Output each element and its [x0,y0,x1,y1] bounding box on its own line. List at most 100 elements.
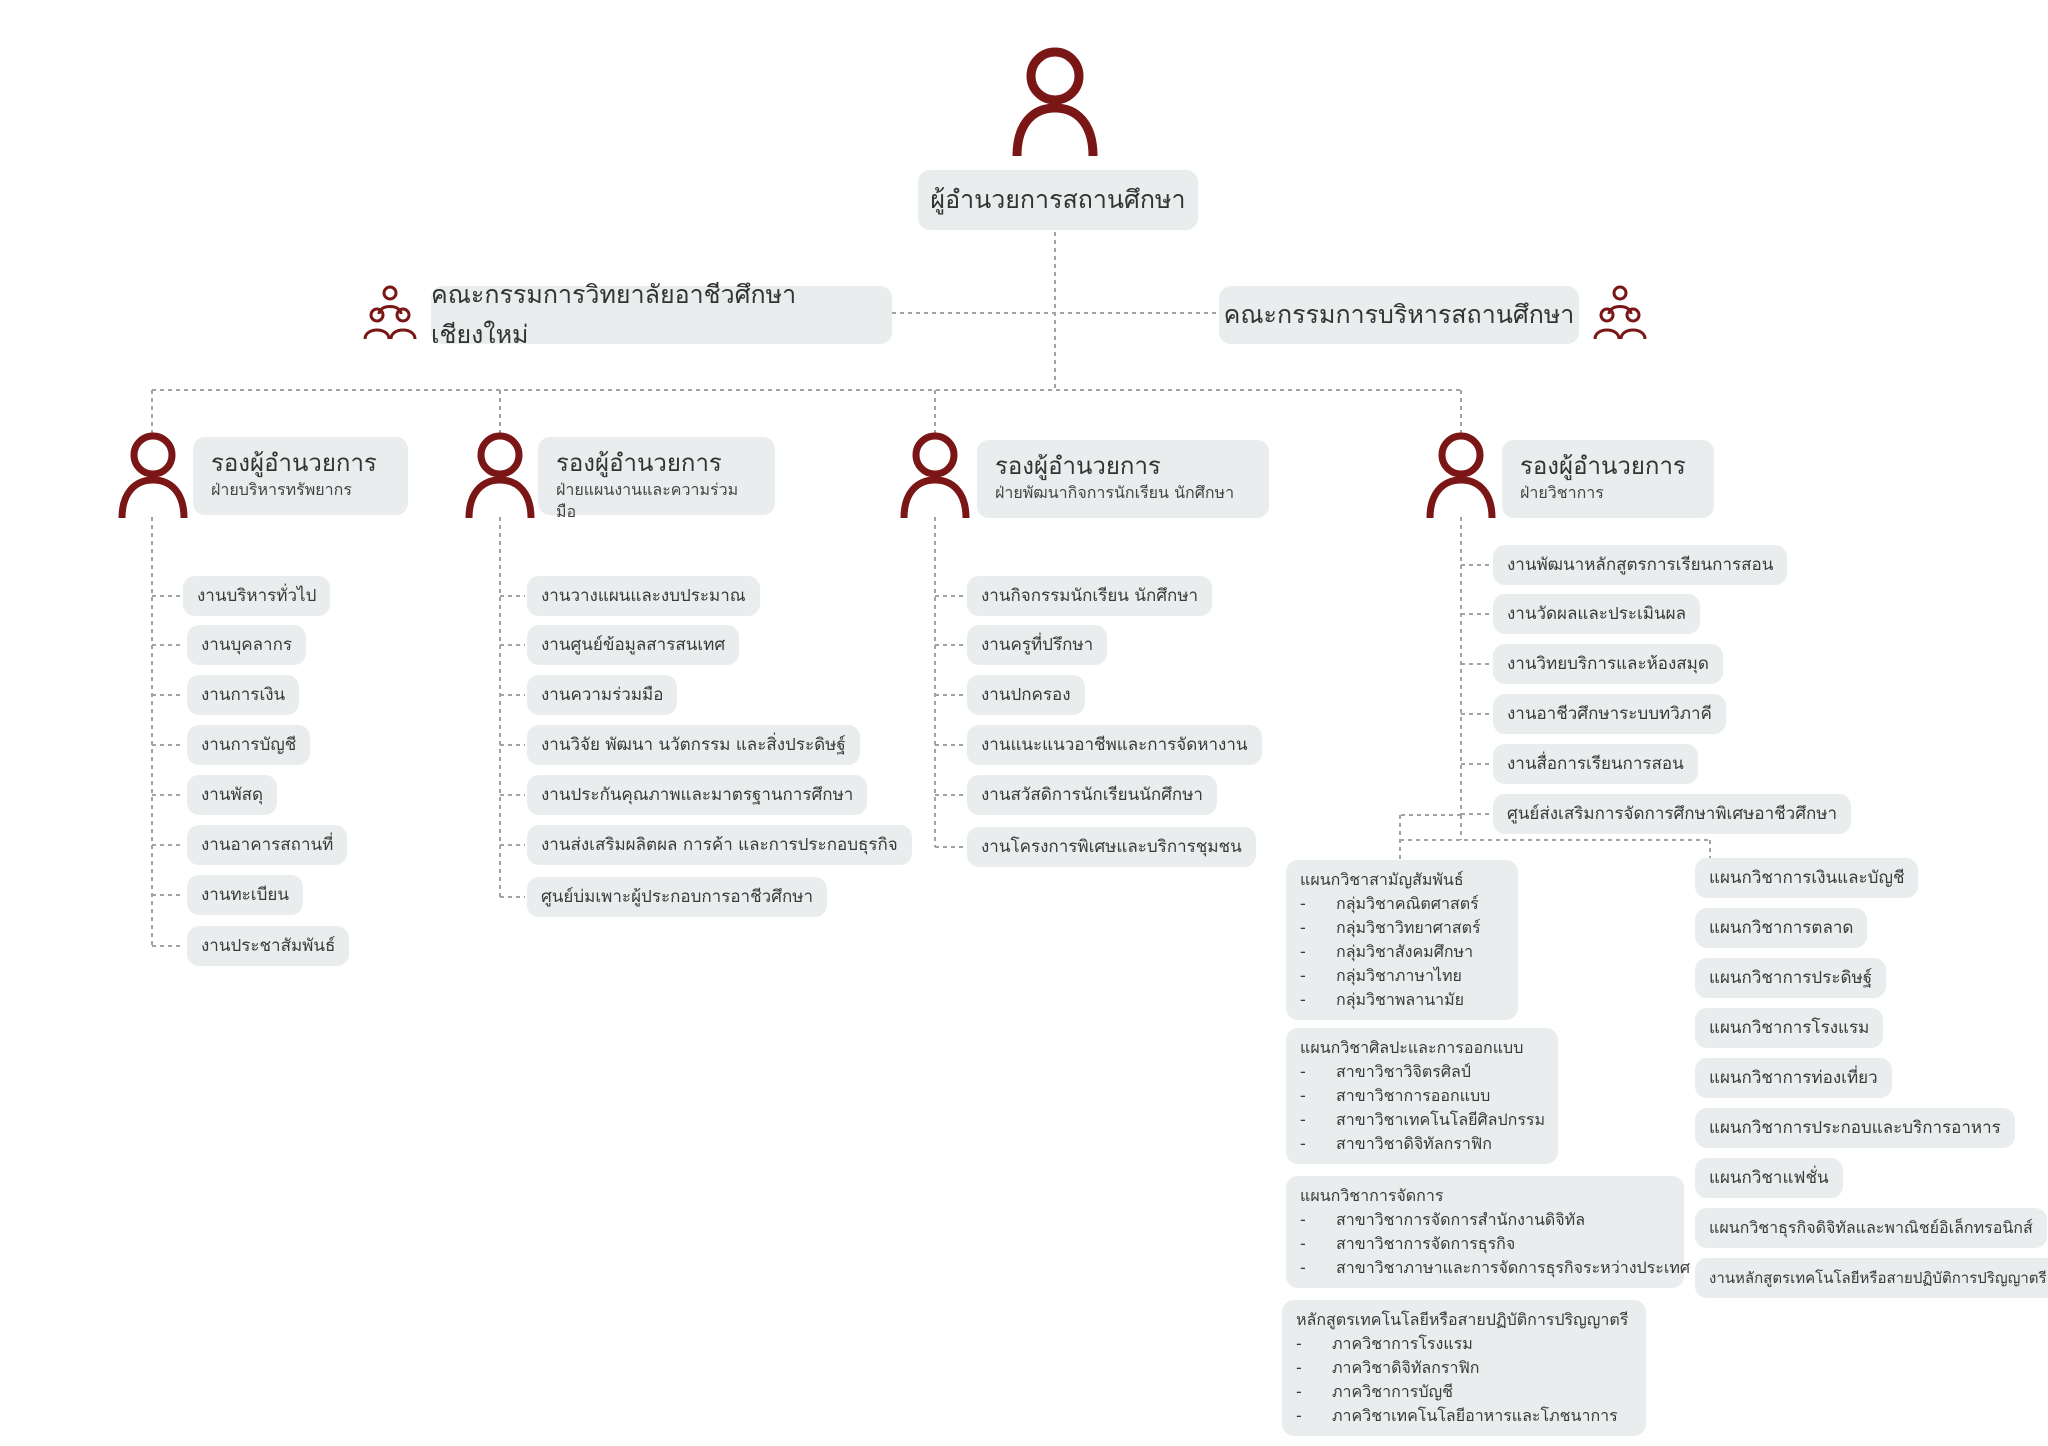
department-label: แผนกวิชาธุรกิจดิจิทัลและพาณิชย์อิเล็กทรอ… [1709,1218,2033,1237]
person-icon [465,432,535,518]
unit-item[interactable]: งานครูที่ปรึกษา [967,625,1108,665]
person-icon [118,432,188,518]
group-item: -ภาควิชาการโรงแรม [1296,1334,1473,1353]
department-label: แผนกวิชาการท่องเที่ยว [1709,1068,1878,1088]
committee-right-label: คณะกรรมการบริหารสถานศึกษา [1223,300,1575,329]
unit-label: งานประชาสัมพันธ์ [201,936,336,956]
unit-item[interactable]: งานบุคลากร [187,625,307,665]
unit-item[interactable]: งานสวัสดิการนักเรียนนักศึกษา [967,775,1217,815]
unit-label: งานปกครอง [981,685,1071,705]
unit-item[interactable]: งานพัฒนาหลักสูตรการเรียนการสอน [1493,545,1788,585]
unit-item[interactable]: งานทะเบียน [187,875,303,915]
unit-item[interactable]: งานปกครอง [967,675,1085,715]
deputy-box-planning[interactable]: รองผู้อำนวยการ ฝ่ายแผนงานและความร่วมมือ [538,437,775,521]
person-icon [1426,432,1496,518]
group-item: -สาขาวิชาการจัดการสำนักงานดิจิทัล [1300,1210,1586,1229]
academic-group-management[interactable]: แผนกวิชาการจัดการ -สาขาวิชาการจัดการสำนั… [1286,1176,1691,1288]
group-item: -สาขาวิชาการจัดการธุรกิจ [1300,1234,1516,1253]
group-item: -สาขาวิชาเทคโนโลยีศิลปกรรม [1300,1110,1546,1129]
deputy-division: ฝ่ายบริหารทรัพยากร [211,480,352,499]
department-label: งานหลักสูตรเทคโนโลยีหรือสายปฏิบัติการปริ… [1709,1269,2047,1287]
unit-item[interactable]: งานพัสดุ [187,775,278,815]
unit-item[interactable]: งานการเงิน [187,675,300,715]
unit-item[interactable]: งานการบัญชี [187,725,311,765]
unit-item[interactable]: งานวัดผลและประเมินผล [1493,594,1701,634]
group-item: -กลุ่มวิชาภาษาไทย [1300,966,1462,985]
deputy-title: รองผู้อำนวยการ [556,449,722,477]
unit-item[interactable]: งานบริหารทั่วไป [183,576,331,616]
unit-label: งานบุคลากร [201,635,293,655]
department-label: แผนกวิชาการโรงแรม [1709,1018,1870,1038]
group-item: -ภาควิชาดิจิทัลกราฟิก [1296,1358,1480,1377]
group-item: -กลุ่มวิชาคณิตศาสตร์ [1300,894,1479,913]
unit-item[interactable]: งานแนะแนวอาชีพและการจัดหางาน [967,725,1262,765]
unit-label: งานส่งเสริมผลิตผล การค้า และการประกอบธุร… [541,835,898,855]
deputy-division: ฝ่ายแผนงานและความร่วมมือ [556,480,739,521]
group-item: -ภาควิชาเทคโนโลยีอาหารและโภชนาการ [1296,1406,1618,1425]
deputy-box-student-affairs[interactable]: รองผู้อำนวยการ ฝ่ายพัฒนากิจการนักเรียน น… [977,440,1269,518]
unit-label: ศูนย์บ่มเพาะผู้ประกอบการอาชีวศึกษา [541,887,814,907]
deputy-box-resources[interactable]: รองผู้อำนวยการ ฝ่ายบริหารทรัพยากร [193,437,408,515]
unit-label: งานอาชีวศึกษาระบบทวิภาคี [1507,704,1712,724]
group-item: -สาขาวิชาการออกแบบ [1300,1086,1491,1105]
unit-item[interactable]: งานวางแผนและงบประมาณ [527,576,760,616]
unit-label: งานวิทยบริการและห้องสมุด [1507,654,1709,674]
unit-label: งานศูนย์ข้อมูลสารสนเทศ [541,635,726,655]
group-item: -กลุ่มวิชาสังคมศึกษา [1300,942,1474,961]
unit-label: งานการบัญชี [201,735,297,755]
unit-item[interactable]: ศูนย์บ่มเพาะผู้ประกอบการอาชีวศึกษา [527,877,828,917]
academic-group-general[interactable]: แผนกวิชาสามัญสัมพันธ์ -กลุ่มวิชาคณิตศาสต… [1286,860,1518,1020]
unit-label: งานพัฒนาหลักสูตรการเรียนการสอน [1507,555,1774,575]
department-item[interactable]: งานหลักสูตรเทคโนโลยีหรือสายปฏิบัติการปริ… [1695,1258,2048,1298]
unit-item[interactable]: งานประชาสัมพันธ์ [187,926,350,966]
department-item[interactable]: แผนกวิชาการตลาด [1695,908,1868,948]
unit-item[interactable]: งานส่งเสริมผลิตผล การค้า และการประกอบธุร… [527,825,912,865]
person-icon [900,432,970,518]
group-icon [363,285,417,340]
group-item: -กลุ่มวิชาวิทยาศาสตร์ [1300,918,1481,937]
unit-item[interactable]: งานความร่วมมือ [527,675,678,715]
unit-item[interactable]: งานอาคารสถานที่ [187,825,348,865]
director-box[interactable]: ผู้อำนวยการสถานศึกษา [918,170,1198,230]
department-item[interactable]: แผนกวิชาการท่องเที่ยว [1695,1058,1892,1098]
group-item: -สาขาวิชาภาษาและการจัดการธุรกิจระหว่างปร… [1300,1258,1691,1277]
unit-item[interactable]: งานโครงการพิเศษและบริการชุมชน [967,827,1256,867]
director-person-icon [1012,47,1098,156]
unit-item[interactable]: งานอาชีวศึกษาระบบทวิภาคี [1493,694,1726,734]
unit-label: งานวัดผลและประเมินผล [1507,604,1687,624]
unit-item[interactable]: งานวิทยบริการและห้องสมุด [1493,644,1723,684]
committee-left-box[interactable]: คณะกรรมการวิทยาลัยอาชีวศึกษาเชียงใหม่ [431,280,892,349]
unit-label: งานพัสดุ [201,785,264,805]
group-title: แผนกวิชาสามัญสัมพันธ์ [1300,870,1464,889]
deputy-title: รองผู้อำนวยการ [995,452,1161,480]
unit-item[interactable]: งานศูนย์ข้อมูลสารสนเทศ [527,625,740,665]
department-item[interactable]: แผนกวิชาการโรงแรม [1695,1008,1884,1048]
department-item[interactable]: แผนกวิชาการประดิษฐ์ [1695,958,1887,998]
department-item[interactable]: แผนกวิชาการเงินและบัญชี [1695,858,1919,898]
unit-item[interactable]: งานสื่อการเรียนการสอน [1493,744,1698,784]
academic-group-bachelor[interactable]: หลักสูตรเทคโนโลยีหรือสายปฏิบัติการปริญญา… [1282,1300,1646,1436]
group-title: แผนกวิชาการจัดการ [1300,1186,1444,1205]
unit-label: งานแนะแนวอาชีพและการจัดหางาน [981,735,1248,755]
department-item[interactable]: แผนกวิชาการประกอบและบริการอาหาร [1695,1108,2015,1148]
unit-item[interactable]: งานวิจัย พัฒนา นวัตกรรม และสิ่งประดิษฐ์ [527,725,860,765]
deputy-title: รองผู้อำนวยการ [211,449,377,477]
unit-label: งานครูที่ปรึกษา [981,635,1094,655]
unit-item[interactable]: งานประกันคุณภาพและมาตรฐานการศึกษา [527,775,868,815]
group-title: แผนกวิชาศิลปะและการออกแบบ [1300,1038,1524,1057]
unit-label: งานสื่อการเรียนการสอน [1507,754,1684,774]
academic-group-arts[interactable]: แผนกวิชาศิลปะและการออกแบบ -สาขาวิชาวิจิต… [1286,1028,1558,1164]
department-label: แผนกวิชาการประกอบและบริการอาหาร [1709,1118,2001,1138]
group-item: -สาขาวิชาดิจิทัลกราฟิก [1300,1134,1492,1153]
committee-right-box[interactable]: คณะกรรมการบริหารสถานศึกษา [1219,286,1579,344]
unit-label: งานสวัสดิการนักเรียนนักศึกษา [981,785,1203,805]
group-icon [1593,285,1647,340]
deputy-division: ฝ่ายพัฒนากิจการนักเรียน นักศึกษา [995,483,1235,502]
deputy-box-academic[interactable]: รองผู้อำนวยการ ฝ่ายวิชาการ [1502,440,1714,518]
department-item[interactable]: แผนกวิชาธุรกิจดิจิทัลและพาณิชย์อิเล็กทรอ… [1695,1208,2047,1248]
department-item[interactable]: แผนกวิชาแฟชั่น [1695,1158,1843,1198]
unit-item[interactable]: ศูนย์ส่งเสริมการจัดการศึกษาพิเศษอาชีวศึก… [1493,794,1852,834]
unit-item[interactable]: งานกิจกรรมนักเรียน นักศึกษา [967,576,1213,616]
unit-label: งานทะเบียน [201,885,289,905]
